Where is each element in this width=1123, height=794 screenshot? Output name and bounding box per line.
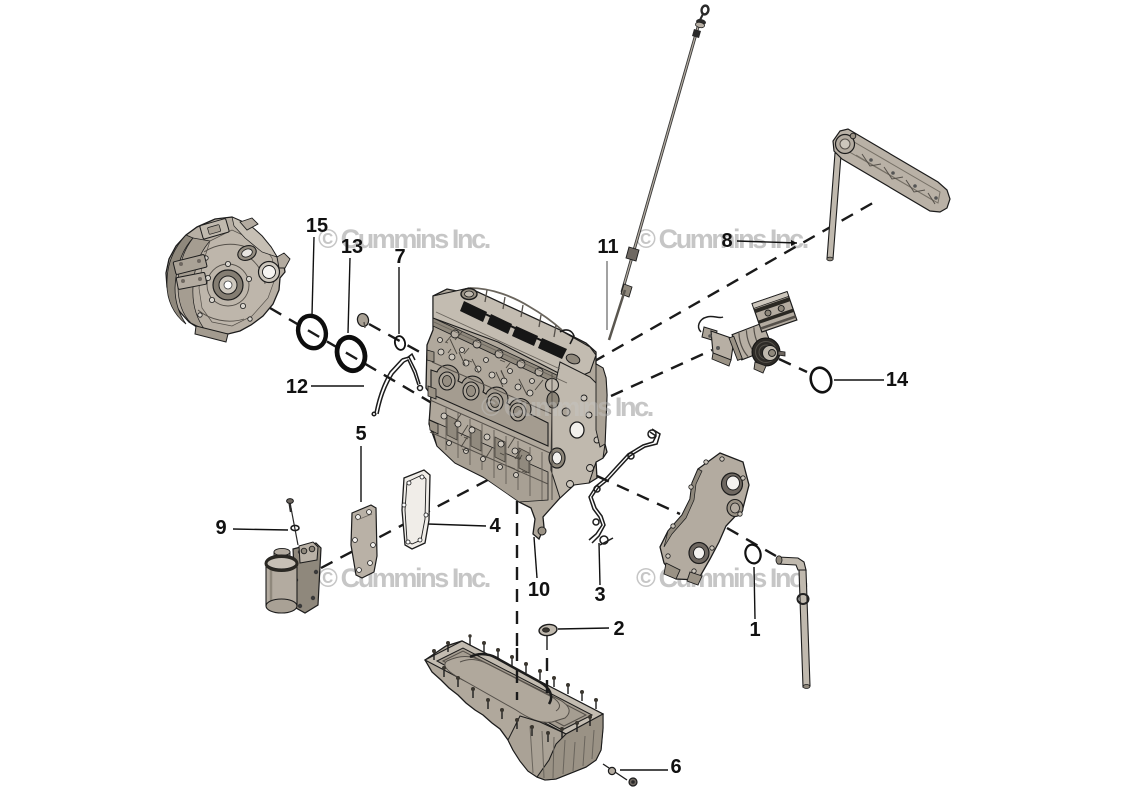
svg-text:© Cummins Inc.: © Cummins Inc. [636, 563, 808, 593]
svg-text:1: 1 [749, 619, 760, 641]
svg-text:14: 14 [886, 369, 909, 391]
svg-text:5: 5 [355, 423, 366, 445]
svg-text:8: 8 [721, 230, 732, 252]
svg-text:3: 3 [594, 584, 605, 606]
svg-text:10: 10 [528, 579, 550, 601]
svg-text:11: 11 [597, 236, 618, 258]
svg-text:13: 13 [341, 236, 363, 258]
svg-text:© Cummins Inc.: © Cummins Inc. [318, 563, 490, 593]
svg-text:15: 15 [306, 215, 328, 237]
svg-text:© Cummins Inc.: © Cummins Inc. [636, 224, 808, 254]
svg-text:© Cummins Inc.: © Cummins Inc. [318, 224, 490, 254]
svg-text:12: 12 [286, 376, 308, 398]
svg-text:9: 9 [215, 517, 226, 539]
svg-text:4: 4 [489, 515, 501, 537]
svg-text:© Cummins Inc.: © Cummins Inc. [481, 392, 653, 422]
svg-text:7: 7 [394, 246, 405, 268]
svg-text:2: 2 [613, 618, 624, 640]
svg-text:6: 6 [670, 756, 681, 778]
